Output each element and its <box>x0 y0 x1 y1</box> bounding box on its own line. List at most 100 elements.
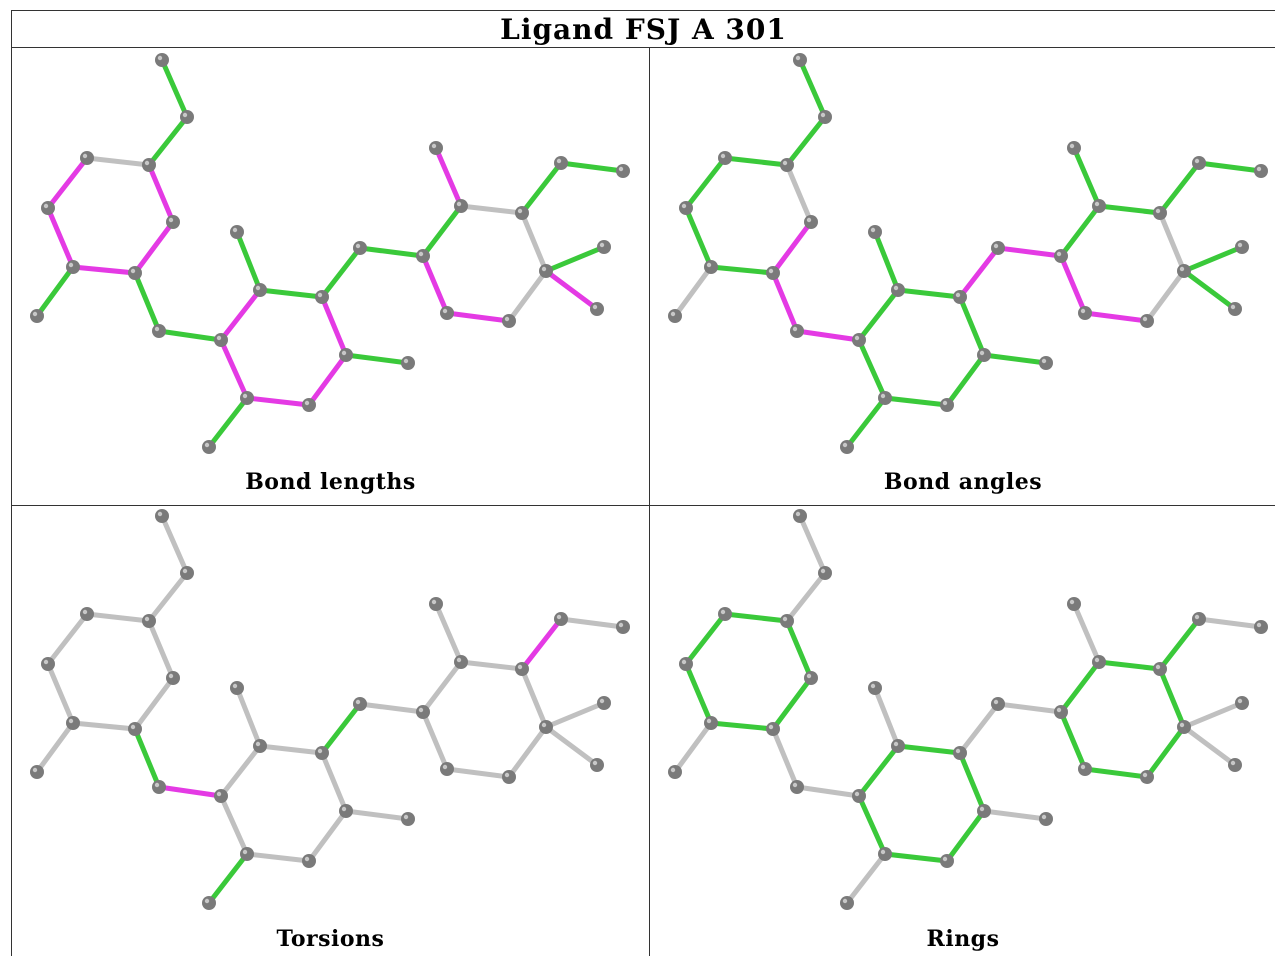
atom-highlight-12 <box>870 683 876 689</box>
atom-highlight-4 <box>43 659 49 665</box>
atom-highlight-25 <box>618 622 624 628</box>
atom-17 <box>878 847 892 861</box>
atom-group <box>668 509 1268 910</box>
atom-highlight-27 <box>599 698 605 704</box>
atom-highlight-30 <box>442 308 448 314</box>
atom-highlight-15 <box>1041 814 1047 820</box>
bond-16-17 <box>244 395 312 408</box>
atom-highlight-5 <box>706 262 712 268</box>
atom-26 <box>539 264 553 278</box>
atom-11 <box>891 739 905 753</box>
bond-30-20 <box>1058 253 1088 316</box>
bond-20-21 <box>1058 659 1102 715</box>
bond-19-20 <box>995 701 1064 715</box>
atom-highlight-0 <box>157 511 163 517</box>
atom-highlight-8 <box>32 767 38 773</box>
atom-15 <box>1039 356 1053 370</box>
atom-24 <box>554 612 568 626</box>
atom-7 <box>166 671 180 685</box>
atom-highlight-15 <box>403 358 409 364</box>
bond-1-2 <box>146 570 190 624</box>
atom-highlight-4 <box>681 659 687 665</box>
atom-highlight-30 <box>442 764 448 770</box>
bond-24-25 <box>558 160 626 174</box>
bond-17-18 <box>206 395 250 450</box>
bond-11-13 <box>895 743 963 756</box>
title-bar: Ligand FSJ A 301 <box>11 10 1275 48</box>
atom-12 <box>230 681 244 695</box>
bond-13-14 <box>957 294 987 358</box>
atom-18 <box>840 440 854 454</box>
grid-line-row-divider <box>11 505 1275 506</box>
bond-16-17 <box>244 851 312 864</box>
atom-2 <box>780 158 794 172</box>
bond-group <box>34 57 626 450</box>
bond-13-19 <box>957 701 1001 756</box>
bond-14-16 <box>944 808 987 864</box>
atom-highlight-25 <box>1256 166 1262 172</box>
atom-26 <box>539 720 553 734</box>
bond-19-20 <box>357 245 426 259</box>
atom-6 <box>128 722 142 736</box>
bond-5-8 <box>34 720 76 775</box>
atom-highlight-15 <box>1041 358 1047 364</box>
atom-13 <box>953 746 967 760</box>
bond-14-15 <box>343 808 411 822</box>
bond-2-3 <box>722 611 790 624</box>
atom-5 <box>704 260 718 274</box>
atom-highlight-3 <box>82 609 88 615</box>
bond-10-11 <box>856 743 901 799</box>
bond-11-12 <box>872 685 901 749</box>
atom-highlight-2 <box>782 160 788 166</box>
atom-27 <box>597 240 611 254</box>
atom-5 <box>66 716 80 730</box>
bond-5-6 <box>70 720 138 732</box>
bond-5-8 <box>34 264 76 319</box>
atom-29 <box>502 314 516 328</box>
atom-highlight-13 <box>317 292 323 298</box>
bond-29-30 <box>444 766 512 780</box>
bond-11-12 <box>234 685 263 749</box>
atom-21 <box>1092 655 1106 669</box>
bond-9-10 <box>156 784 224 799</box>
atom-24 <box>1192 612 1206 626</box>
atom-highlight-20 <box>418 251 424 257</box>
bond-6-7 <box>132 219 176 276</box>
atom-25 <box>1254 620 1268 634</box>
bond-21-23 <box>1096 203 1163 216</box>
atom-highlight-24 <box>556 614 562 620</box>
bond-4-5 <box>683 661 714 726</box>
atom-group <box>668 53 1268 454</box>
bond-17-10 <box>856 337 888 401</box>
molecule-diagram-rings <box>668 509 1268 910</box>
atom-14 <box>977 348 991 362</box>
atom-highlight-10 <box>854 335 860 341</box>
bond-1-2 <box>784 114 828 168</box>
bond-1-2 <box>784 570 828 624</box>
atom-highlight-18 <box>842 442 848 448</box>
atom-20 <box>1054 249 1068 263</box>
atom-group <box>30 53 630 454</box>
atom-8 <box>668 309 682 323</box>
atom-6 <box>766 722 780 736</box>
bond-26-28 <box>1181 724 1238 768</box>
atom-highlight-14 <box>341 350 347 356</box>
atom-highlight-30 <box>1080 764 1086 770</box>
bond-0-1 <box>159 513 190 576</box>
atom-highlight-11 <box>893 285 899 291</box>
bond-16-17 <box>882 395 950 408</box>
bond-0-1 <box>159 57 190 120</box>
atom-highlight-14 <box>979 806 985 812</box>
molecule-diagram-bond-angles <box>668 53 1268 454</box>
bond-group <box>672 513 1264 906</box>
atom-26 <box>1177 720 1191 734</box>
atom-22 <box>1067 597 1081 611</box>
atom-29 <box>1140 770 1154 784</box>
bond-29-30 <box>1082 310 1150 324</box>
atom-20 <box>1054 705 1068 719</box>
atom-highlight-27 <box>1237 242 1243 248</box>
bond-20-21 <box>1058 203 1102 259</box>
atom-highlight-13 <box>955 292 961 298</box>
bond-26-28 <box>543 268 600 312</box>
atom-highlight-8 <box>670 311 676 317</box>
